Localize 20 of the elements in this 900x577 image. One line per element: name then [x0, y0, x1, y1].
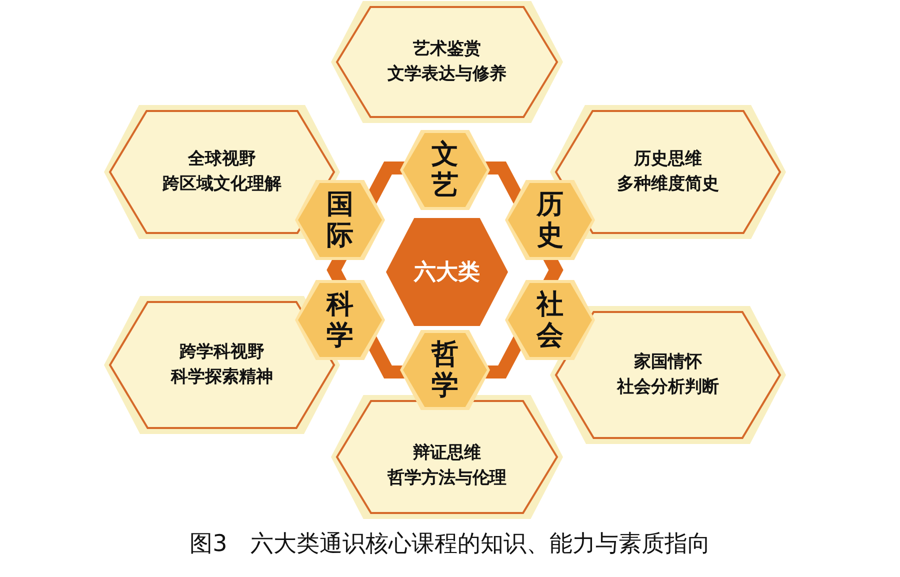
- category-label: 哲学: [432, 338, 458, 402]
- description-text: 全球视野: [188, 148, 256, 171]
- category-label: 国际: [326, 188, 354, 252]
- description-text: 辩证思维: [413, 442, 481, 465]
- figure-caption: 图3 六大类通识核心课程的知识、能力与素质指向: [190, 531, 710, 557]
- description-text: 社会分析判断: [617, 376, 719, 399]
- description-text: 家国情怀: [634, 351, 702, 374]
- description-text: 文学表达与修养: [388, 63, 506, 86]
- description-text: 科学探索精神: [171, 366, 273, 389]
- category-label: 社会: [536, 288, 564, 352]
- description-text: 跨区域文化理解: [162, 173, 282, 196]
- description-text: 哲学方法与伦理: [388, 467, 506, 490]
- description-text: 历史思维: [634, 148, 702, 171]
- description-text: 艺术鉴赏: [413, 38, 481, 61]
- center-title: 六大类: [414, 259, 480, 287]
- category-label: 文艺: [432, 138, 458, 202]
- description-text: 多种维度简史: [617, 173, 719, 196]
- category-label: 科学: [326, 288, 354, 352]
- category-label: 历史: [536, 188, 564, 252]
- description-text: 跨学科视野: [180, 341, 264, 364]
